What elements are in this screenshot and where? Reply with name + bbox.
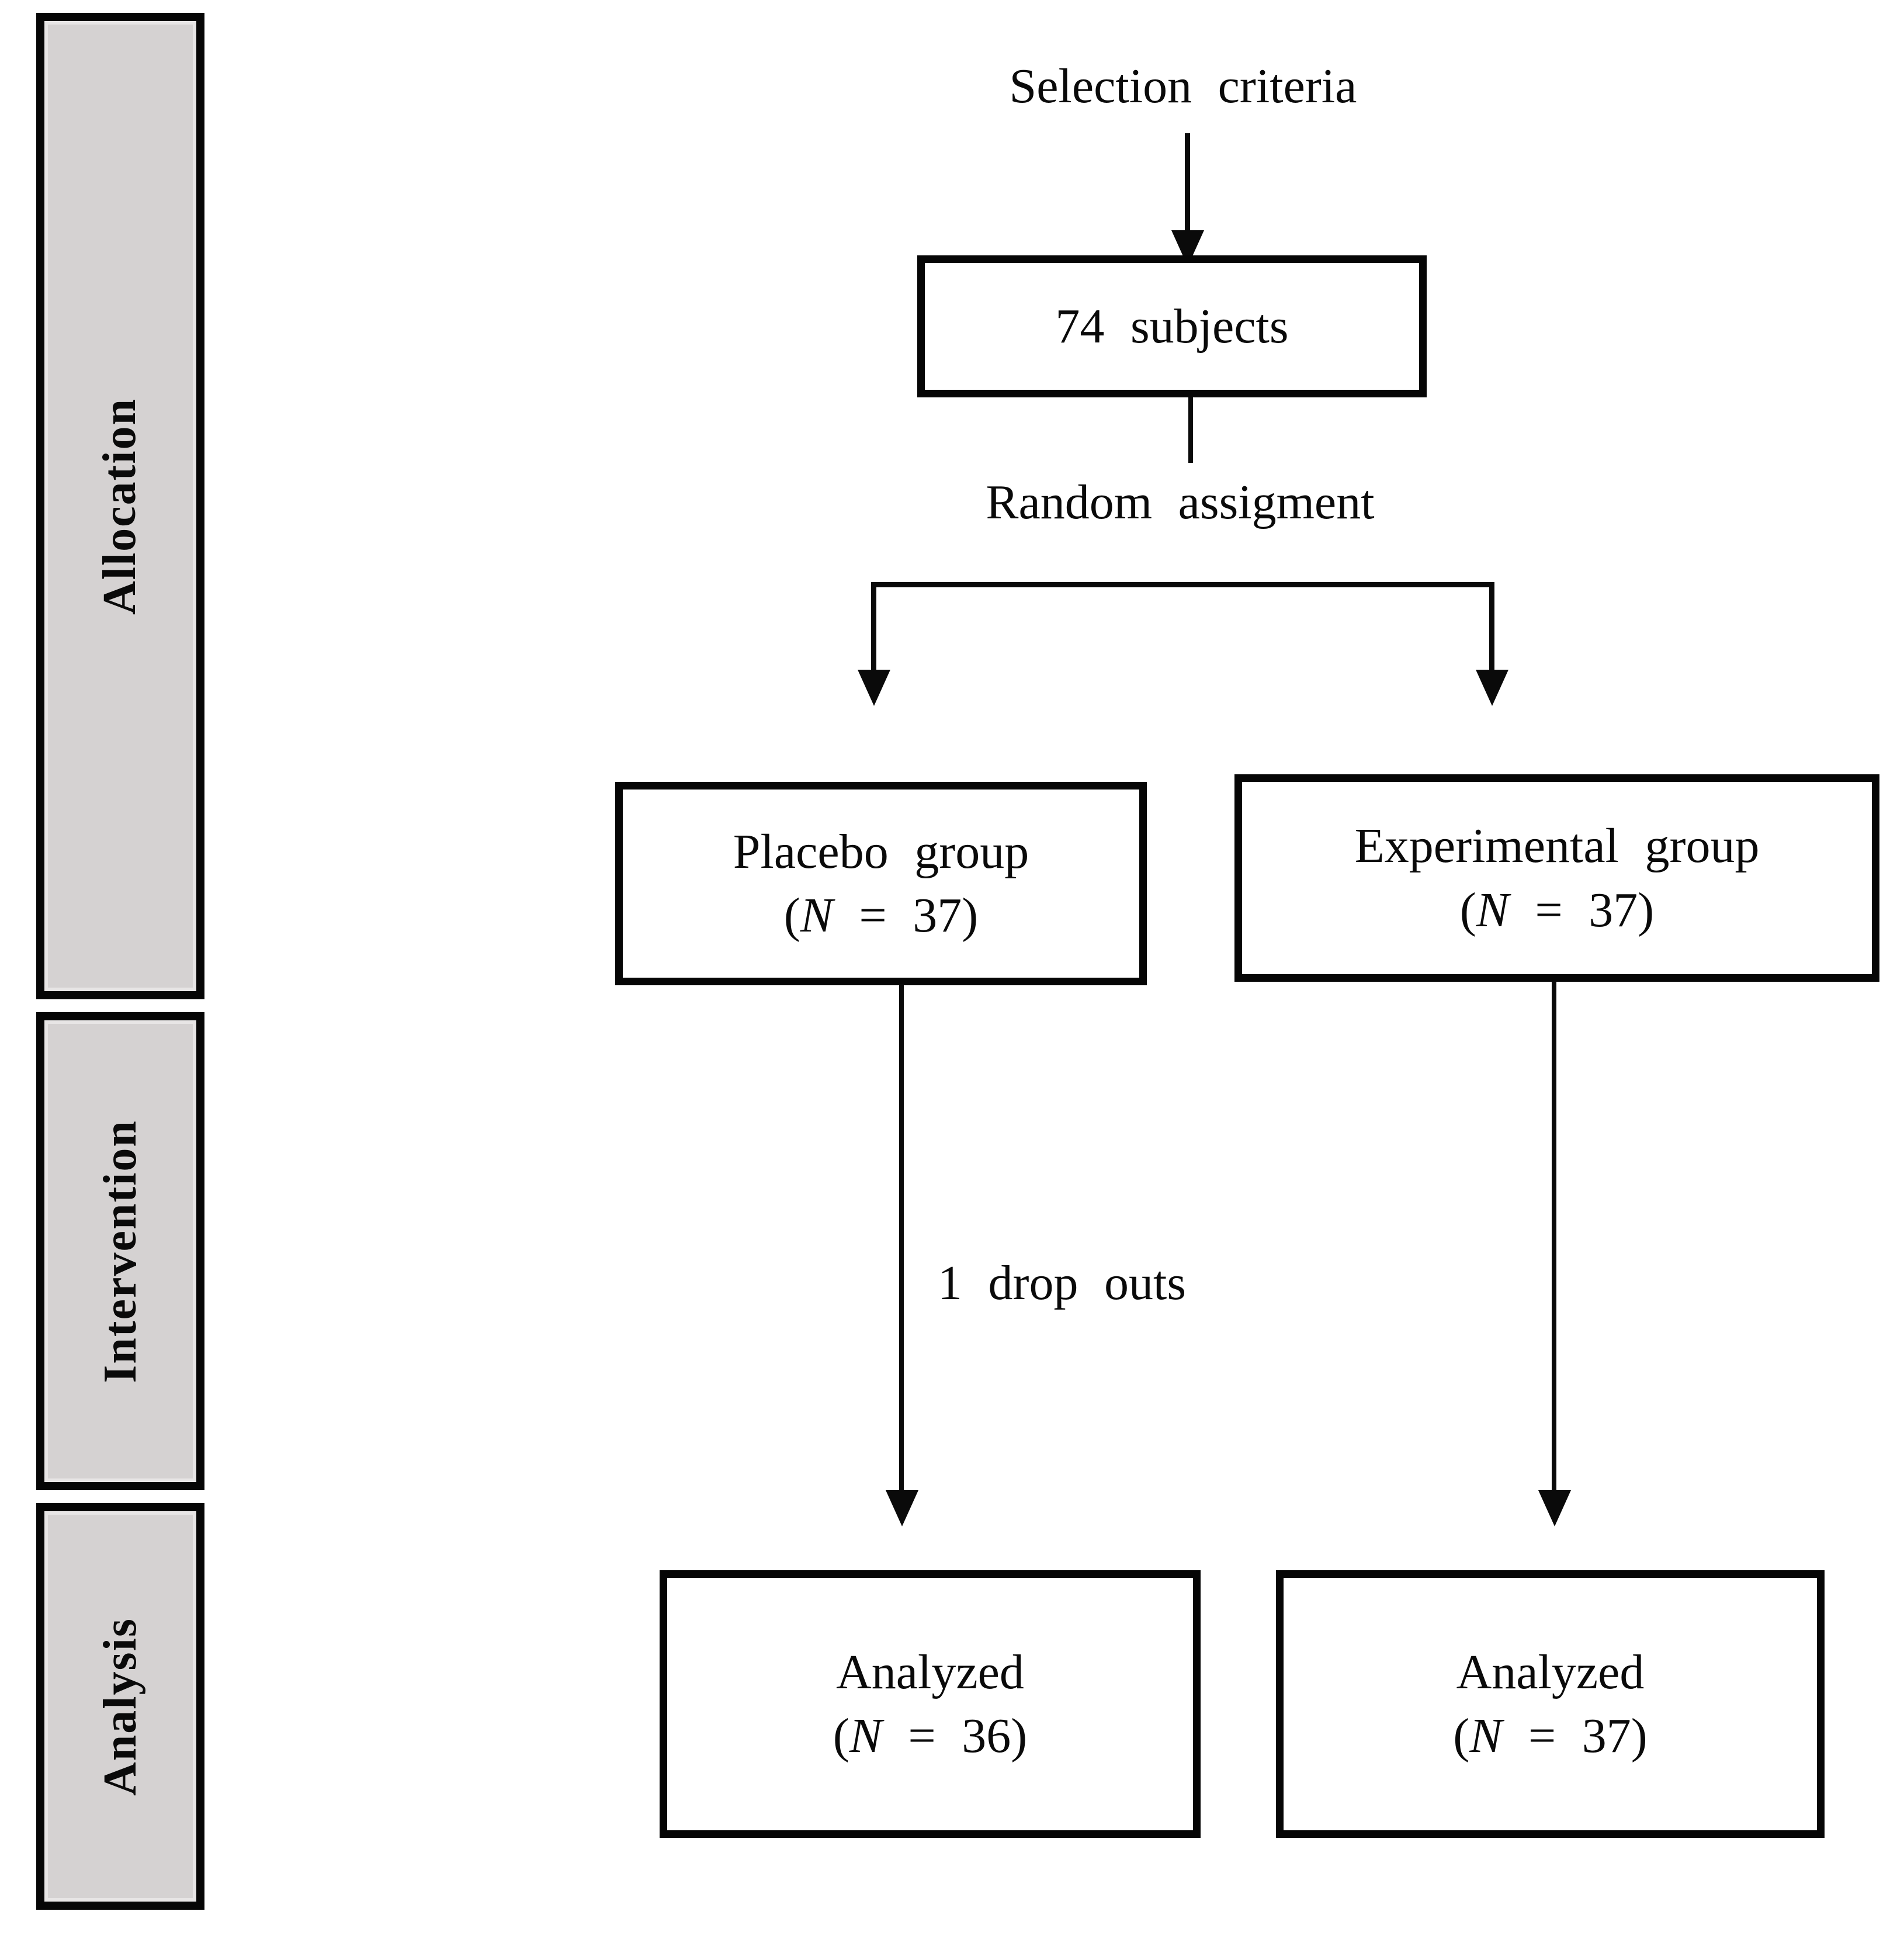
experimental-group-n: (N = 37) bbox=[1460, 878, 1654, 942]
arrowhead-branch-right bbox=[1476, 670, 1508, 706]
analyzed-placebo-box: Analyzed (N = 36) bbox=[660, 1570, 1201, 1838]
analysis-label: Analysis bbox=[94, 1617, 146, 1796]
analyzed-experimental-n-value: = 37) bbox=[1502, 1709, 1648, 1763]
analyzed-placebo-n-value: = 36) bbox=[882, 1709, 1028, 1763]
selection-criteria-label: Selection criteria bbox=[1009, 59, 1357, 113]
arrowhead-branch-left bbox=[858, 670, 890, 706]
branch-left-line bbox=[871, 582, 876, 671]
branch-right-line bbox=[1489, 582, 1494, 671]
branch-horizontal-line bbox=[873, 582, 1494, 587]
allocation-label: Allocation bbox=[94, 397, 146, 615]
analyzed-placebo-title: Analyzed bbox=[836, 1644, 1024, 1699]
analyzed-experimental-n: (N = 37) bbox=[1453, 1704, 1647, 1768]
experimental-n-symbol: N bbox=[1476, 882, 1509, 937]
sidebar-phase-intervention: Intervention bbox=[36, 1012, 204, 1490]
arrowhead-experimental-to-analyzed bbox=[1538, 1490, 1571, 1526]
placebo-group-title: Placebo group bbox=[733, 824, 1029, 879]
analyzed-experimental-box: Analyzed (N = 37) bbox=[1276, 1570, 1825, 1838]
experimental-group-box: Experimental group (N = 37) bbox=[1234, 774, 1879, 982]
arrow-line-selection-to-subjects bbox=[1185, 133, 1190, 231]
analyzed-experimental-title: Analyzed bbox=[1456, 1644, 1645, 1699]
analyzed-placebo-n-symbol: N bbox=[849, 1709, 882, 1763]
dropouts-label: 1 drop outs bbox=[938, 1256, 1187, 1310]
experimental-paren-open: ( bbox=[1459, 882, 1476, 937]
analyzed-placebo-paren-open: ( bbox=[833, 1709, 849, 1763]
subjects-box: 74 subjects bbox=[917, 255, 1427, 397]
placebo-paren-open: ( bbox=[783, 888, 800, 943]
experimental-group-title: Experimental group bbox=[1354, 819, 1760, 874]
sidebar-phase-analysis: Analysis bbox=[36, 1503, 204, 1910]
placebo-group-box: Placebo group (N = 37) bbox=[615, 782, 1147, 985]
sidebar-phase-allocation: Allocation bbox=[36, 13, 204, 999]
analyzed-experimental-paren-open: ( bbox=[1453, 1709, 1470, 1763]
connector-subjects-to-random bbox=[1188, 397, 1193, 463]
experimental-n-value: = 37) bbox=[1508, 882, 1655, 937]
analyzed-placebo-n: (N = 36) bbox=[833, 1704, 1027, 1768]
random-assignment-label: Random assigment bbox=[986, 475, 1375, 529]
placebo-n-symbol: N bbox=[800, 888, 833, 943]
arrow-line-placebo-to-analyzed bbox=[899, 984, 904, 1493]
arrow-line-experimental-to-analyzed bbox=[1552, 981, 1556, 1493]
intervention-label: Intervention bbox=[94, 1119, 146, 1383]
analyzed-experimental-n-symbol: N bbox=[1469, 1709, 1503, 1763]
placebo-n-value: = 37) bbox=[833, 888, 979, 943]
placebo-group-n: (N = 37) bbox=[784, 884, 978, 947]
subjects-box-label: 74 subjects bbox=[1055, 299, 1289, 354]
arrowhead-placebo-to-analyzed bbox=[886, 1490, 918, 1526]
